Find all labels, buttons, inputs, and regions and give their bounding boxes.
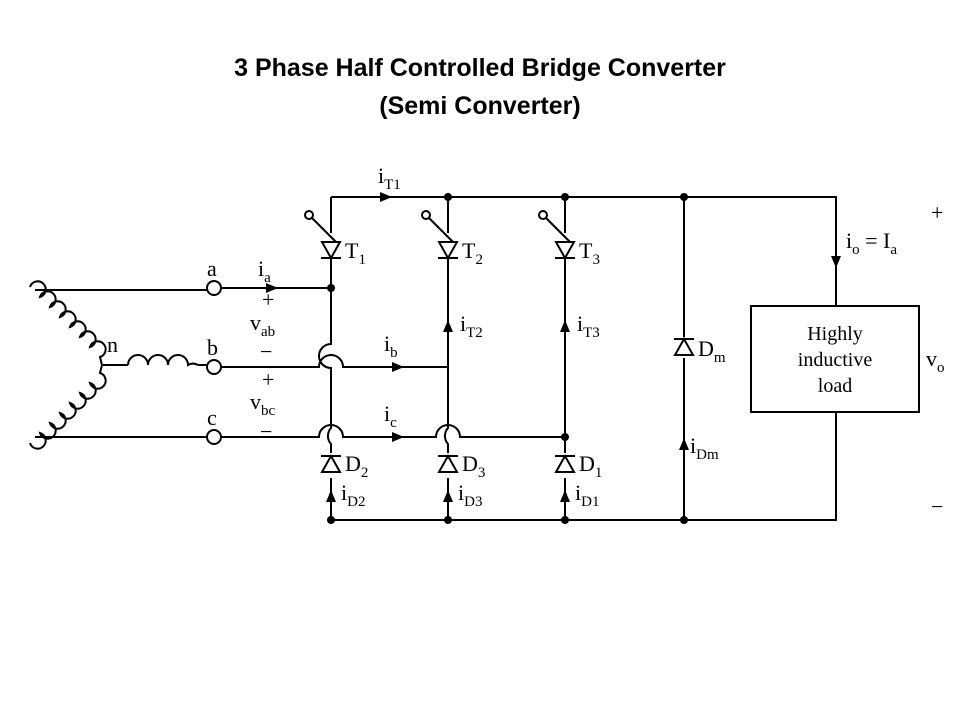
label-iT3: iT3 bbox=[577, 311, 600, 341]
label-vbc-minus: − bbox=[260, 419, 272, 444]
label-iDm: iDm bbox=[690, 433, 719, 463]
junction-dot bbox=[327, 284, 335, 292]
page-subtitle: (Semi Converter) bbox=[379, 92, 581, 120]
load-text-line3: load bbox=[818, 375, 852, 397]
terminal-a bbox=[206, 280, 222, 296]
phase-c-wire bbox=[221, 424, 565, 438]
junction-dot bbox=[680, 516, 688, 524]
label-T2: T2 bbox=[462, 238, 483, 268]
junction-dot bbox=[561, 433, 569, 441]
label-iD1: iD1 bbox=[575, 480, 599, 510]
arrow-iD1 bbox=[560, 490, 570, 502]
label-vab-plus: + bbox=[262, 287, 274, 312]
label-vab: vab bbox=[250, 310, 275, 340]
bottom-rail bbox=[331, 412, 837, 521]
coil-phase-c bbox=[29, 364, 107, 450]
junction-dot bbox=[444, 193, 452, 201]
arrow-ia bbox=[266, 283, 278, 293]
label-D3: D3 bbox=[462, 451, 485, 481]
phase-b-wire bbox=[221, 354, 448, 368]
junction-dot bbox=[327, 516, 335, 524]
thyristor-t1 bbox=[304, 210, 342, 261]
label-ib: ib bbox=[384, 331, 398, 361]
label-D1: D1 bbox=[579, 451, 602, 481]
diode-d1 bbox=[554, 453, 576, 473]
label-io: io = Ia bbox=[846, 228, 897, 258]
top-rail bbox=[331, 196, 837, 306]
arrow-iT3 bbox=[560, 320, 570, 332]
junction-dot bbox=[680, 193, 688, 201]
label-iD2: iD2 bbox=[341, 480, 365, 510]
arrow-iT2 bbox=[443, 320, 453, 332]
label-iT1: iT1 bbox=[378, 163, 401, 193]
arrow-iD3 bbox=[443, 490, 453, 502]
label-vab-minus: − bbox=[260, 339, 272, 364]
thyristor-t3 bbox=[538, 210, 576, 261]
label-iD3: iD3 bbox=[458, 480, 482, 510]
label-vo-minus: − bbox=[931, 494, 943, 519]
label-D2: D2 bbox=[345, 451, 368, 481]
label-phase-c: c bbox=[207, 405, 217, 430]
label-vo-plus: + bbox=[931, 200, 943, 225]
label-neutral: n bbox=[107, 332, 118, 357]
junction-dot bbox=[444, 516, 452, 524]
junction-dot bbox=[561, 193, 569, 201]
arrow-ib bbox=[392, 362, 404, 372]
label-ic: ic bbox=[384, 401, 397, 431]
label-phase-b: b bbox=[207, 335, 218, 360]
terminal-b bbox=[206, 359, 222, 375]
label-phase-a: a bbox=[207, 256, 217, 281]
arrow-ic bbox=[392, 432, 404, 442]
arrow-iDm bbox=[679, 438, 689, 450]
label-T3: T3 bbox=[579, 238, 600, 268]
arrow-iT1 bbox=[380, 192, 392, 202]
arrow-iD2 bbox=[326, 490, 336, 502]
label-Dm: Dm bbox=[698, 336, 726, 366]
leg-1-wire bbox=[318, 197, 332, 520]
label-ia: ia bbox=[258, 256, 271, 286]
diode-dm bbox=[673, 336, 695, 356]
arrow-io bbox=[831, 256, 841, 268]
load-box bbox=[750, 305, 920, 413]
diode-d3 bbox=[437, 453, 459, 473]
page-title: 3 Phase Half Controlled Bridge Converter bbox=[234, 54, 726, 82]
load-text-line1: Highly bbox=[807, 323, 863, 345]
diode-d2 bbox=[320, 453, 342, 473]
junction-dot bbox=[561, 516, 569, 524]
terminal-c bbox=[206, 429, 222, 445]
label-vbc-plus: + bbox=[262, 367, 274, 392]
label-vo: vo bbox=[926, 346, 945, 376]
label-iT2: iT2 bbox=[460, 311, 483, 341]
load-text-line2: inductive bbox=[798, 349, 873, 371]
coil-phase-a bbox=[29, 280, 107, 366]
label-T1: T1 bbox=[345, 238, 366, 268]
label-vbc: vbc bbox=[250, 389, 276, 419]
thyristor-t2 bbox=[421, 210, 459, 261]
coil-phase-b bbox=[127, 354, 199, 367]
